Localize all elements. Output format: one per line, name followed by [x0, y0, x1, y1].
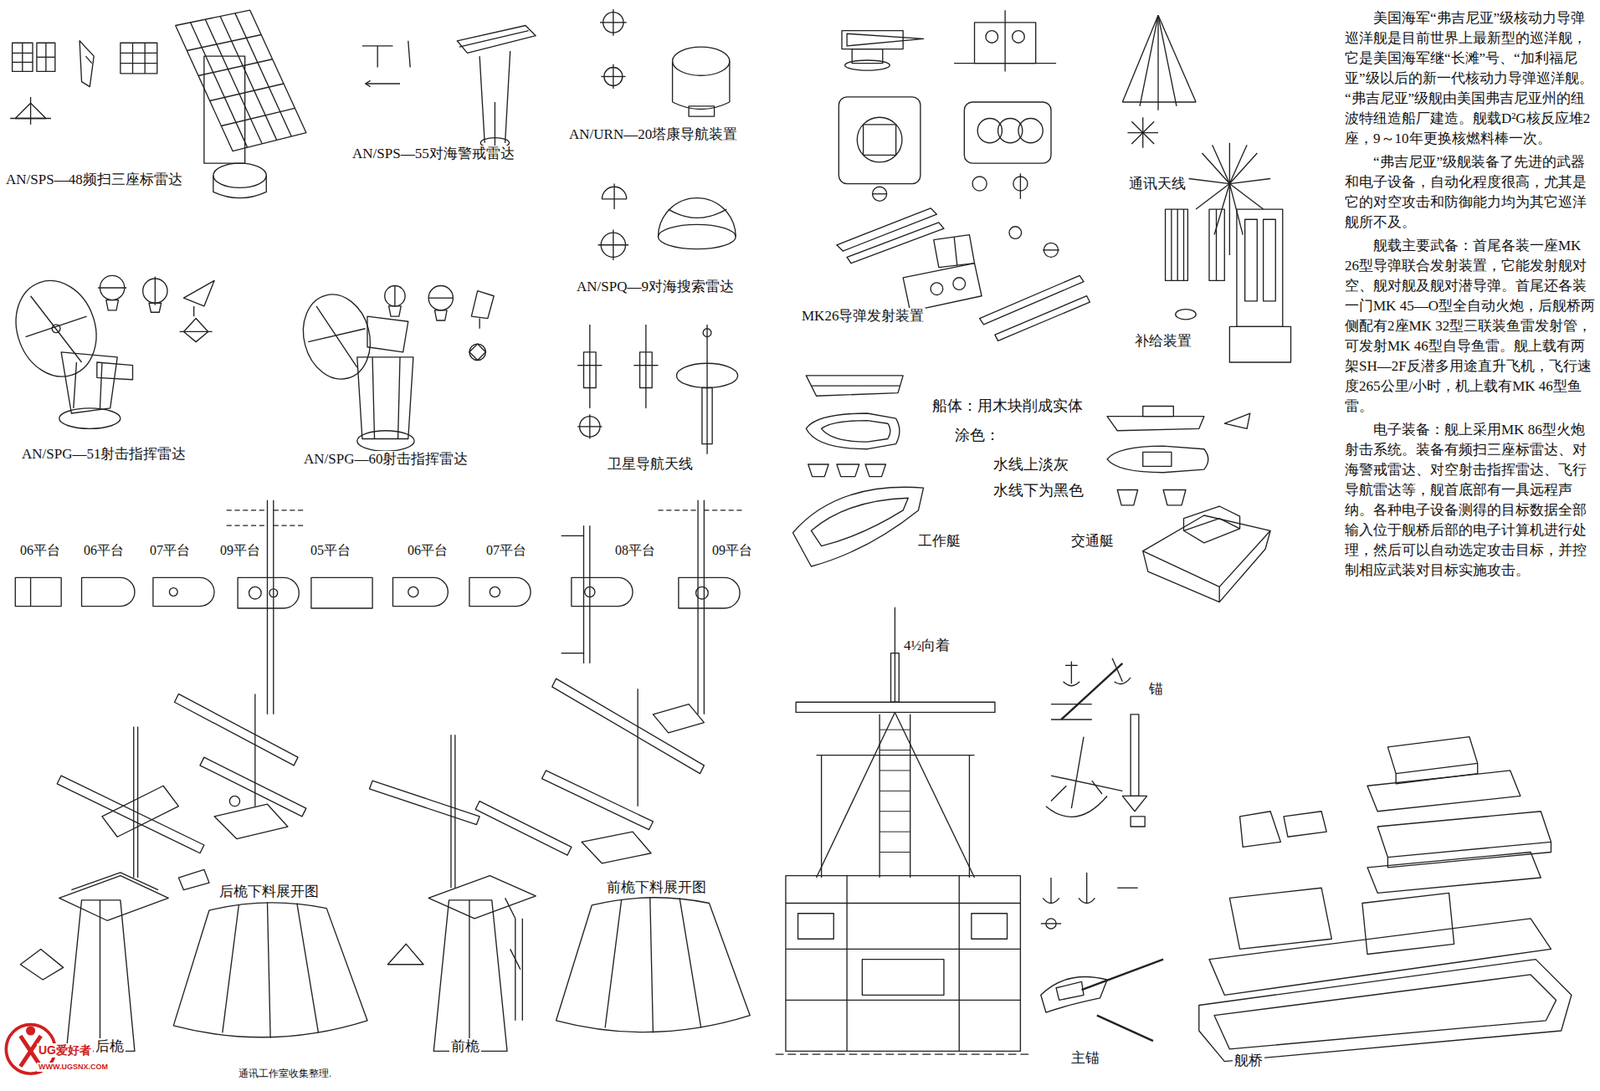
part-label: 舰桥: [1232, 1052, 1265, 1070]
note-text: 船体：用木块削成实体: [930, 397, 1085, 416]
radar-label: AN/SPG—51射击指挥雷达: [20, 446, 188, 463]
device-label: 补给装置: [1133, 333, 1194, 350]
radar-label: AN/SPS—55对海警戒雷达: [350, 145, 517, 163]
radar-label: AN/SPS—48频扫三座标雷达: [4, 171, 185, 189]
part-label: 锚: [1147, 681, 1165, 698]
mast-label: 后桅: [93, 1038, 126, 1056]
direction-note: 4½向着: [902, 637, 952, 655]
pattern-label: 前桅下料展开图: [605, 879, 708, 897]
credit-text: 通讯工作室收集整理.: [236, 1067, 334, 1080]
description-paragraph: “弗吉尼亚”级舰装备了先进的武器和电子设备，自动化程度很高，尤其是它的对空攻击和…: [1344, 152, 1596, 233]
launcher-label: MK26导弹发射装置: [800, 307, 926, 325]
part-label: 主锚: [1069, 1050, 1102, 1067]
platform-label: 09平台: [218, 542, 262, 559]
antenna-label: 卫星导航天线: [605, 456, 695, 473]
description-paragraph: 美国海军“弗吉尼亚”级核动力导弹巡洋舰是目前世界上最新型的巡洋舰，它是美国海军继…: [1344, 8, 1596, 149]
platform-label: 08平台: [613, 542, 657, 559]
mast-label: 前桅: [449, 1038, 482, 1056]
note-text: 水线下为黑色: [991, 482, 1086, 501]
platform-label: 06平台: [82, 542, 126, 559]
antenna-label: 通讯天线: [1127, 175, 1188, 193]
platform-label: 06平台: [405, 542, 450, 559]
note-text: 涂色：: [953, 426, 1002, 446]
device-label: AN/URN—20塔康导航装置: [567, 126, 739, 144]
description-paragraph: 电子装备：舰上采用MK 86型火炮射击系统。装备有频扫三座标雷达、对海警戒雷达、…: [1344, 420, 1596, 581]
boat-label: 工作艇: [916, 533, 963, 550]
platform-label: 09平台: [710, 542, 754, 559]
note-text: 水线上淡灰: [991, 456, 1071, 475]
platform-label: 05平台: [308, 542, 353, 559]
platform-label: 06平台: [18, 542, 62, 559]
description-column: 美国海军“弗吉尼亚”级核动力导弹巡洋舰是目前世界上最新型的巡洋舰，它是美国海军继…: [1344, 8, 1596, 585]
radar-label: AN/SPQ—9对海搜索雷达: [574, 278, 736, 296]
boat-label: 交通艇: [1069, 533, 1116, 550]
platform-label: 07平台: [148, 542, 192, 559]
platform-label: 07平台: [484, 542, 529, 559]
radar-label: AN/SPG—60射击指挥雷达: [302, 451, 470, 468]
watermark: WWW.UGSNX.COM: [36, 1062, 110, 1072]
watermark: UG爱好者: [36, 1043, 93, 1058]
pattern-label: 后桅下料展开图: [217, 883, 321, 901]
description-paragraph: 舰载主要武备：首尾各装一座MK 26型导弹联合发射装置，它能发射舰对空、舰对舰及…: [1344, 235, 1596, 417]
